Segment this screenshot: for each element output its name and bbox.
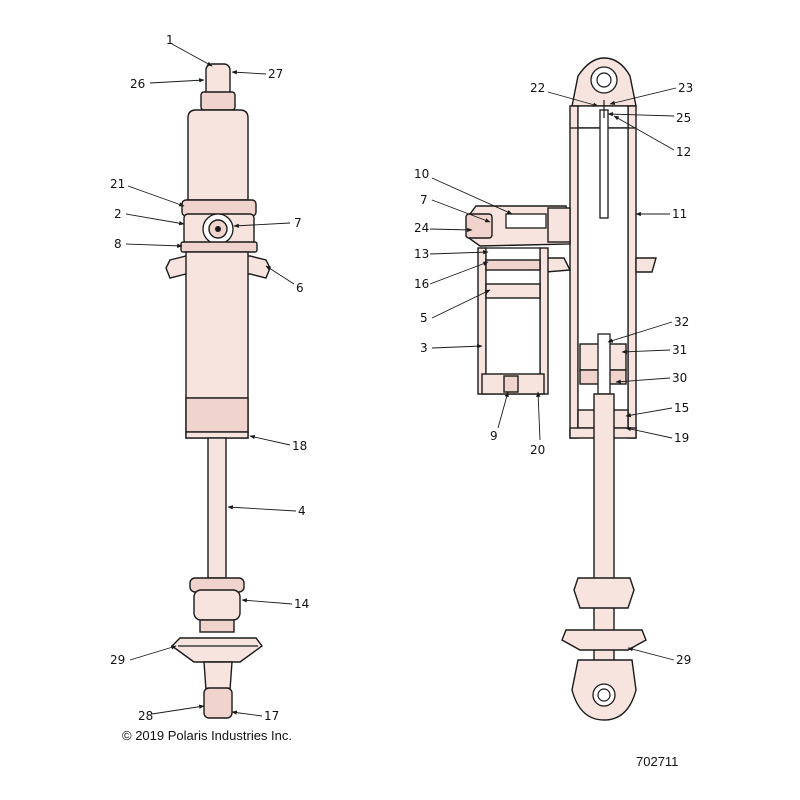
figure-number: 702711 [636, 754, 678, 769]
callout-14: 14 [294, 597, 309, 611]
callout-31: 31 [672, 343, 687, 357]
callout-13: 13 [414, 247, 429, 261]
callout-3: 3 [420, 341, 428, 355]
callout-7-left: 7 [294, 216, 302, 230]
callout-32: 32 [674, 315, 689, 329]
callout-12: 12 [676, 145, 691, 159]
reservoir-cylinder [477, 247, 487, 395]
callout-20: 20 [530, 443, 545, 457]
callout-1: 1 [166, 33, 174, 47]
callout-15: 15 [674, 401, 689, 415]
section-shaft [593, 393, 615, 665]
callout-19: 19 [674, 431, 689, 445]
callout-23: 23 [678, 81, 693, 95]
cylinder-wall-right [627, 105, 637, 439]
callout-9: 9 [490, 429, 498, 443]
lower-eyelet [203, 687, 233, 719]
callout-2: 2 [114, 207, 122, 221]
callout-22: 22 [530, 81, 545, 95]
copyright-notice: © 2019 Polaris Industries Inc. [122, 728, 292, 743]
callout-10: 10 [414, 167, 429, 181]
callout-27: 27 [268, 67, 283, 81]
exterior-view [165, 63, 271, 719]
callout-16: 16 [414, 277, 429, 291]
reservoir-body [187, 109, 249, 201]
callout-5: 5 [420, 311, 428, 325]
lower-spring-seat [170, 637, 263, 663]
callout-8: 8 [114, 237, 122, 251]
leader-lines [125, 43, 677, 717]
callout-7-right: 7 [420, 193, 428, 207]
callout-30: 30 [672, 371, 687, 385]
cylinder-wall-left [569, 105, 579, 439]
callout-28: 28 [138, 709, 153, 723]
callout-29-right: 29 [676, 653, 691, 667]
callout-6: 6 [296, 281, 304, 295]
lower-clevis [203, 661, 233, 691]
callout-29-left: 29 [110, 653, 125, 667]
callout-4: 4 [298, 504, 306, 518]
shaft [207, 437, 227, 579]
callout-17: 17 [264, 709, 279, 723]
callout-24: 24 [414, 221, 429, 235]
callout-11: 11 [672, 207, 687, 221]
callout-18: 18 [292, 439, 307, 453]
callout-21: 21 [110, 177, 125, 191]
section-view [465, 57, 657, 721]
callout-labels: 1 26 27 21 2 7 8 6 18 4 14 29 28 17 22 2… [110, 33, 693, 723]
callout-26: 26 [130, 77, 145, 91]
callout-25: 25 [676, 111, 691, 125]
